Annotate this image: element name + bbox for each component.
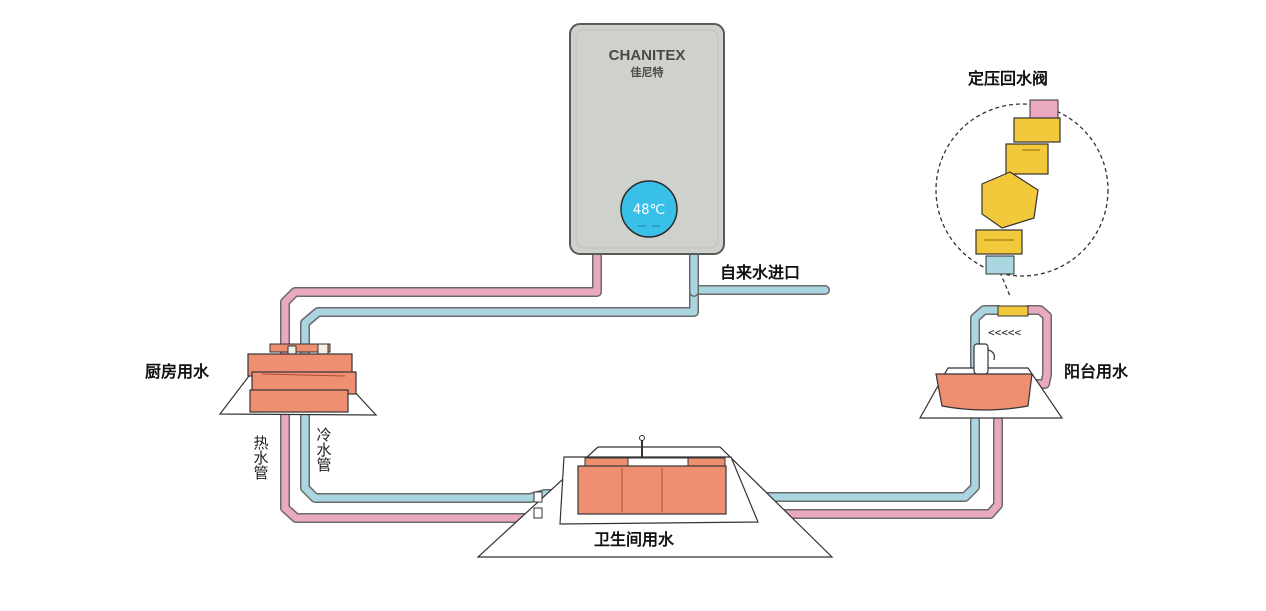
label-water-inlet: 自来水进口: [720, 263, 800, 282]
kitchen-sink: [218, 343, 378, 416]
heater-brand: CHANITEX: [609, 47, 686, 64]
label-valve: 定压回水阀: [967, 69, 1048, 88]
pressure-return-valve: [935, 99, 1109, 317]
heater-brand-cn: 佳尼特: [631, 65, 664, 79]
heater-display: [620, 180, 678, 238]
label-hot-pipe: 热水管: [253, 434, 269, 482]
heater-shadow: [575, 29, 719, 249]
bathroom-sink: [476, 435, 834, 558]
label-cold-pipe: 冷水管: [316, 426, 332, 474]
water-heater: [569, 23, 725, 255]
label-balcony: 阳台用水: [1064, 362, 1129, 381]
label-bathroom: 卫生间用水: [594, 530, 675, 549]
balcony-tub: [918, 343, 1064, 419]
label-kitchen: 厨房用水: [145, 362, 210, 381]
flow-arrows: <<<<<: [988, 326, 1021, 339]
heater-temperature: 48℃: [633, 202, 666, 218]
heater-body: [569, 23, 725, 255]
